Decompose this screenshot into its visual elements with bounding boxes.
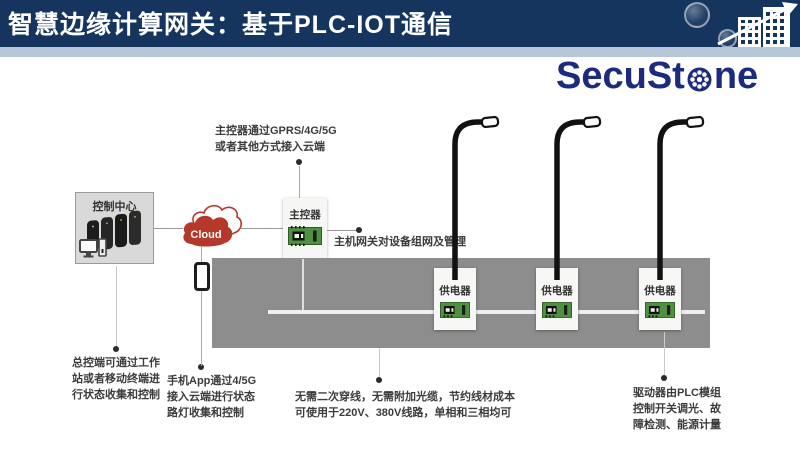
header-bar: 智慧边缘计算网关：基于PLC-IOT通信 — [0, 0, 800, 48]
gear-icon — [687, 67, 712, 92]
street-lamp-icon — [554, 115, 602, 280]
connector-dot — [113, 346, 119, 352]
growth-arrow-icon — [717, 2, 798, 46]
smartphone-icon — [194, 262, 210, 291]
header-underline-strip — [0, 47, 800, 57]
annotation-gateway: 主机网关对设备组网及管理 — [334, 236, 466, 248]
connector-dot — [376, 377, 382, 383]
cloud-label: Cloud — [190, 229, 221, 241]
power-supply-label: 供电器 — [644, 285, 676, 297]
annotation-wiring: 无需二次穿线，无需附加光缆，节约线材成本 可使用于220V、380V线路，单相和… — [295, 391, 515, 419]
pcb-module-icon — [542, 302, 572, 318]
building-icon — [763, 7, 790, 47]
connector-dot — [198, 364, 204, 370]
monitor-icon — [79, 238, 107, 258]
street-lamp-icon — [452, 115, 500, 280]
connector-road-wiring — [379, 348, 380, 377]
power-supply-label: 供电器 — [541, 285, 573, 297]
pcb-module-icon — [440, 302, 470, 318]
annotation-gprs: 主控器通过GPRS/4G/5G 或者其他方式接入云端 — [215, 125, 337, 153]
pcb-module-icon — [645, 302, 675, 318]
connector-dot — [296, 159, 302, 165]
master-controller-label: 主控器 — [289, 209, 321, 221]
page-title: 智慧边缘计算网关：基于PLC-IOT通信 — [8, 11, 453, 39]
power-supply-label: 供电器 — [439, 285, 471, 297]
power-line — [268, 310, 705, 314]
annotation-driver: 驱动器由PLC模组 控制开关调光、故 障检测、能源计量 — [633, 387, 721, 431]
logo-text-left: SecuSt — [556, 55, 685, 97]
master-controller-box: 主控器 — [283, 198, 327, 259]
company-logo: SecuSt ne — [556, 55, 758, 98]
connector-cloud-phone — [201, 246, 202, 366]
bubble-decoration — [684, 2, 710, 28]
pcb-module-icon — [288, 226, 322, 246]
power-supply-box: 供电器 — [536, 268, 578, 330]
connector-dot — [356, 227, 362, 233]
connector-gprs-master — [299, 166, 300, 198]
connector-master-gateway — [327, 230, 360, 231]
control-center-box: 控制中心 — [75, 192, 154, 264]
annotation-console: 总控端可通过工作 站或者移动终端进 行状态收集和控制 — [72, 357, 160, 401]
logo-text-right: ne — [713, 55, 759, 97]
connector-ctrl-cloud — [153, 228, 183, 229]
connector-dot — [661, 375, 667, 381]
connector-master-powerline — [302, 259, 304, 312]
connector-unit-driver — [664, 332, 665, 375]
street-lamp-icon — [657, 115, 705, 280]
annotation-app: 手机App通过4/5G 接入云端进行状态 路灯收集和控制 — [167, 375, 257, 419]
cloud-icon: Cloud — [179, 196, 243, 250]
control-center-label: 控制中心 — [92, 201, 137, 213]
connector-ctrl-console — [116, 266, 117, 347]
connector-cloud-master — [241, 228, 283, 229]
